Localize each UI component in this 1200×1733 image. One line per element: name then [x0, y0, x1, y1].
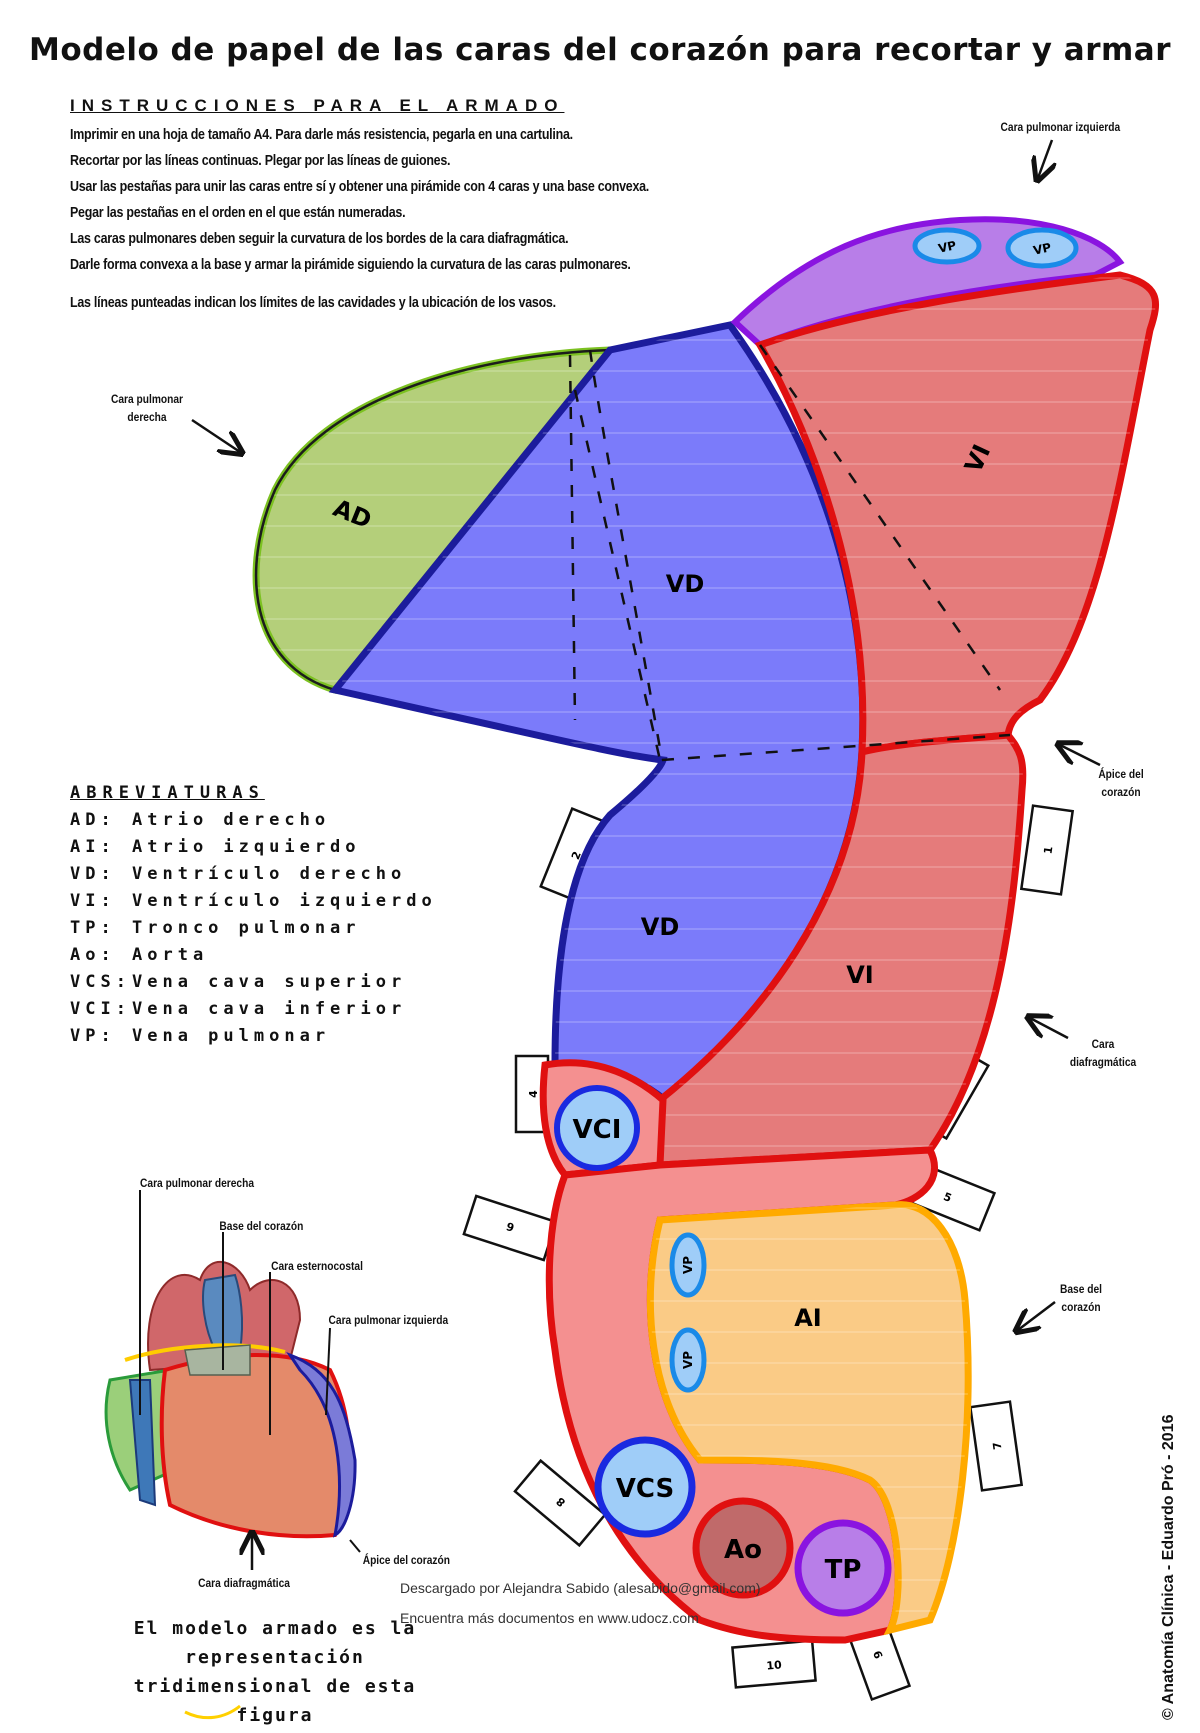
abbreviations-block: ABREVIATURAS AD: Atrio derecho AI: Atrio i…: [70, 783, 437, 1050]
label-cara-pulmonar-izquierda: Cara pulmonar izquierda: [1000, 120, 1121, 134]
abbreviation-meaning: Vena cava superior: [132, 972, 407, 992]
abbreviation-row: Ao: Aorta: [70, 942, 437, 969]
ref-label-apice: Ápice del corazón: [362, 1553, 451, 1567]
vcs-vessel: VCS: [594, 1436, 696, 1538]
tab-6: 6: [462, 1194, 558, 1262]
vd-label-lower: VD: [641, 913, 680, 941]
instruction-note: Las líneas punteadas indican los límites…: [70, 295, 556, 311]
abbreviation-row: VCS:Vena cava superior: [70, 969, 437, 996]
tab-number: 4: [527, 1090, 540, 1098]
abbreviation-meaning: Tronco pulmonar: [132, 918, 361, 938]
label-base: Base del corazón: [1060, 1282, 1102, 1314]
caption-line: El modelo armado es la representación: [133, 1618, 417, 1668]
dashed-lines: [568, 344, 1011, 762]
abbreviation-meaning: Aorta: [132, 945, 209, 965]
abbreviation-code: VI:: [70, 891, 116, 911]
abbreviation-row: VD: Ventrículo derecho: [70, 861, 437, 888]
vp-label: VP: [681, 1256, 695, 1274]
abbreviation-row: VI: Ventrículo izquierdo: [70, 888, 437, 915]
arrow-pulmonar-izquierda: [1038, 139, 1052, 178]
vp-upper-2: VP: [1005, 227, 1079, 269]
abbreviation-row: VP: Vena pulmonar: [70, 1023, 437, 1050]
abbreviations-heading: ABREVIATURAS: [70, 783, 265, 803]
abbreviation-code: VD:: [70, 864, 116, 884]
label-cara-diafragmatica: Cara diafragmática: [1069, 1037, 1137, 1069]
vp-lower-1: VP: [669, 1232, 707, 1298]
abbreviation-code: TP:: [70, 918, 116, 938]
instructions-block: INSTRUCCIONES PARA EL ARMADO Imprimir en…: [70, 96, 750, 316]
arrow-diafragmatica: [1030, 1018, 1069, 1040]
tab-number: 5: [941, 1190, 953, 1205]
instruction-line: Pegar las pestañas en el orden en el que…: [70, 205, 406, 221]
abbreviation-code: VCI:: [70, 999, 131, 1019]
vd-label-upper: VD: [666, 570, 705, 598]
tab-10: 10: [731, 1639, 817, 1689]
abbreviation-code: AI:: [70, 837, 116, 857]
vci-vessel: VCI: [554, 1085, 640, 1171]
abbreviation-meaning: Vena pulmonar: [132, 1026, 331, 1046]
vcs-label: VCS: [616, 1474, 674, 1504]
tab-number: 9: [871, 1649, 886, 1661]
instruction-line: Darle forma convexa a la base y armar la…: [70, 257, 631, 273]
vp-lower-2: VP: [669, 1327, 707, 1393]
abbreviation-code: VP:: [70, 1026, 116, 1046]
page-title: Modelo de papel de las caras del corazón…: [28, 32, 1171, 68]
label-cara-pulmonar-derecha: Cara pulmonar derecha: [111, 392, 183, 424]
tab-1: 1: [1019, 804, 1075, 896]
vp-upper-1: VP: [912, 227, 982, 265]
tab-7: 7: [968, 1400, 1024, 1492]
copyright: © Anatomía Clínica - Eduardo Pró - 2016: [1160, 1414, 1177, 1720]
ref-label-base: Base del corazón: [219, 1219, 304, 1233]
tab-number: 7: [991, 1441, 1005, 1450]
instruction-line: Usar las pestañas para unir las caras en…: [70, 179, 650, 195]
label-apice: Ápice del corazón: [1098, 767, 1144, 799]
abbreviation-code: Ao:: [70, 945, 116, 965]
ai-label: AI: [794, 1304, 822, 1332]
tab-number: 1: [1042, 846, 1056, 855]
ref-label-pulmonar-derecha: Cara pulmonar derecha: [140, 1176, 254, 1190]
arrow-apice: [1060, 745, 1101, 767]
ref-label-esternocostal: Cara esternocostal: [271, 1259, 363, 1273]
tab-number: 6: [504, 1219, 516, 1234]
arrow-base: [1018, 1301, 1056, 1330]
abbreviation-row: AI: Atrio izquierdo: [70, 834, 437, 861]
abbreviation-code: VCS:: [70, 972, 131, 992]
figure-caption: El modelo armado es la representación tr…: [90, 1614, 460, 1730]
abbreviation-row: VCI:Vena cava inferior: [70, 996, 437, 1023]
download-link[interactable]: Encuentra más documentos en www.udocz.co…: [400, 1610, 699, 1626]
abbreviation-meaning: Ventrículo derecho: [132, 864, 407, 884]
ref-label-pulmonar-izquierda: Cara pulmonar izquierda: [328, 1313, 449, 1327]
tab-number: 10: [766, 1658, 783, 1672]
tab-number: 2: [569, 850, 584, 862]
reference-heart-illustration: [104, 1190, 361, 1570]
instruction-line: Imprimir en una hoja de tamaño A4. Para …: [70, 127, 573, 143]
tp-vessel: TP: [794, 1519, 892, 1617]
vci-label: VCI: [573, 1115, 622, 1145]
vp-label: VP: [1032, 240, 1053, 257]
instructions-heading: INSTRUCCIONES PARA EL ARMADO: [70, 96, 565, 115]
vp-label: VP: [681, 1351, 695, 1369]
instruction-line: Recortar por las líneas continuas. Plega…: [70, 153, 451, 169]
download-line: Descargado por Alejandra Sabido (alesabi…: [400, 1580, 761, 1596]
abbreviation-meaning: Atrio izquierdo: [132, 837, 361, 857]
ref-label-diafragmatica: Cara diafragmática: [198, 1576, 290, 1590]
arrow-pulmonar-derecha: [191, 418, 240, 452]
abbreviation-code: AD:: [70, 810, 116, 830]
abbreviation-row: TP: Tronco pulmonar: [70, 915, 437, 942]
abbreviation-meaning: Vena cava inferior: [132, 999, 407, 1019]
ao-label: Ao: [724, 1535, 762, 1565]
vi-label-lower: VI: [846, 961, 874, 989]
abbreviation-meaning: Atrio derecho: [132, 810, 331, 830]
abbreviation-meaning: Ventrículo izquierdo: [132, 891, 437, 911]
abbreviation-row: AD: Atrio derecho: [70, 807, 437, 834]
caption-line: tridimensional de esta figura: [133, 1676, 417, 1726]
vp-label: VP: [937, 238, 958, 255]
instruction-line: Las caras pulmonares deben seguir la cur…: [70, 231, 569, 247]
tp-label: TP: [825, 1555, 862, 1585]
tab-8: 8: [513, 1458, 607, 1548]
ao-vessel: Ao: [692, 1497, 794, 1599]
